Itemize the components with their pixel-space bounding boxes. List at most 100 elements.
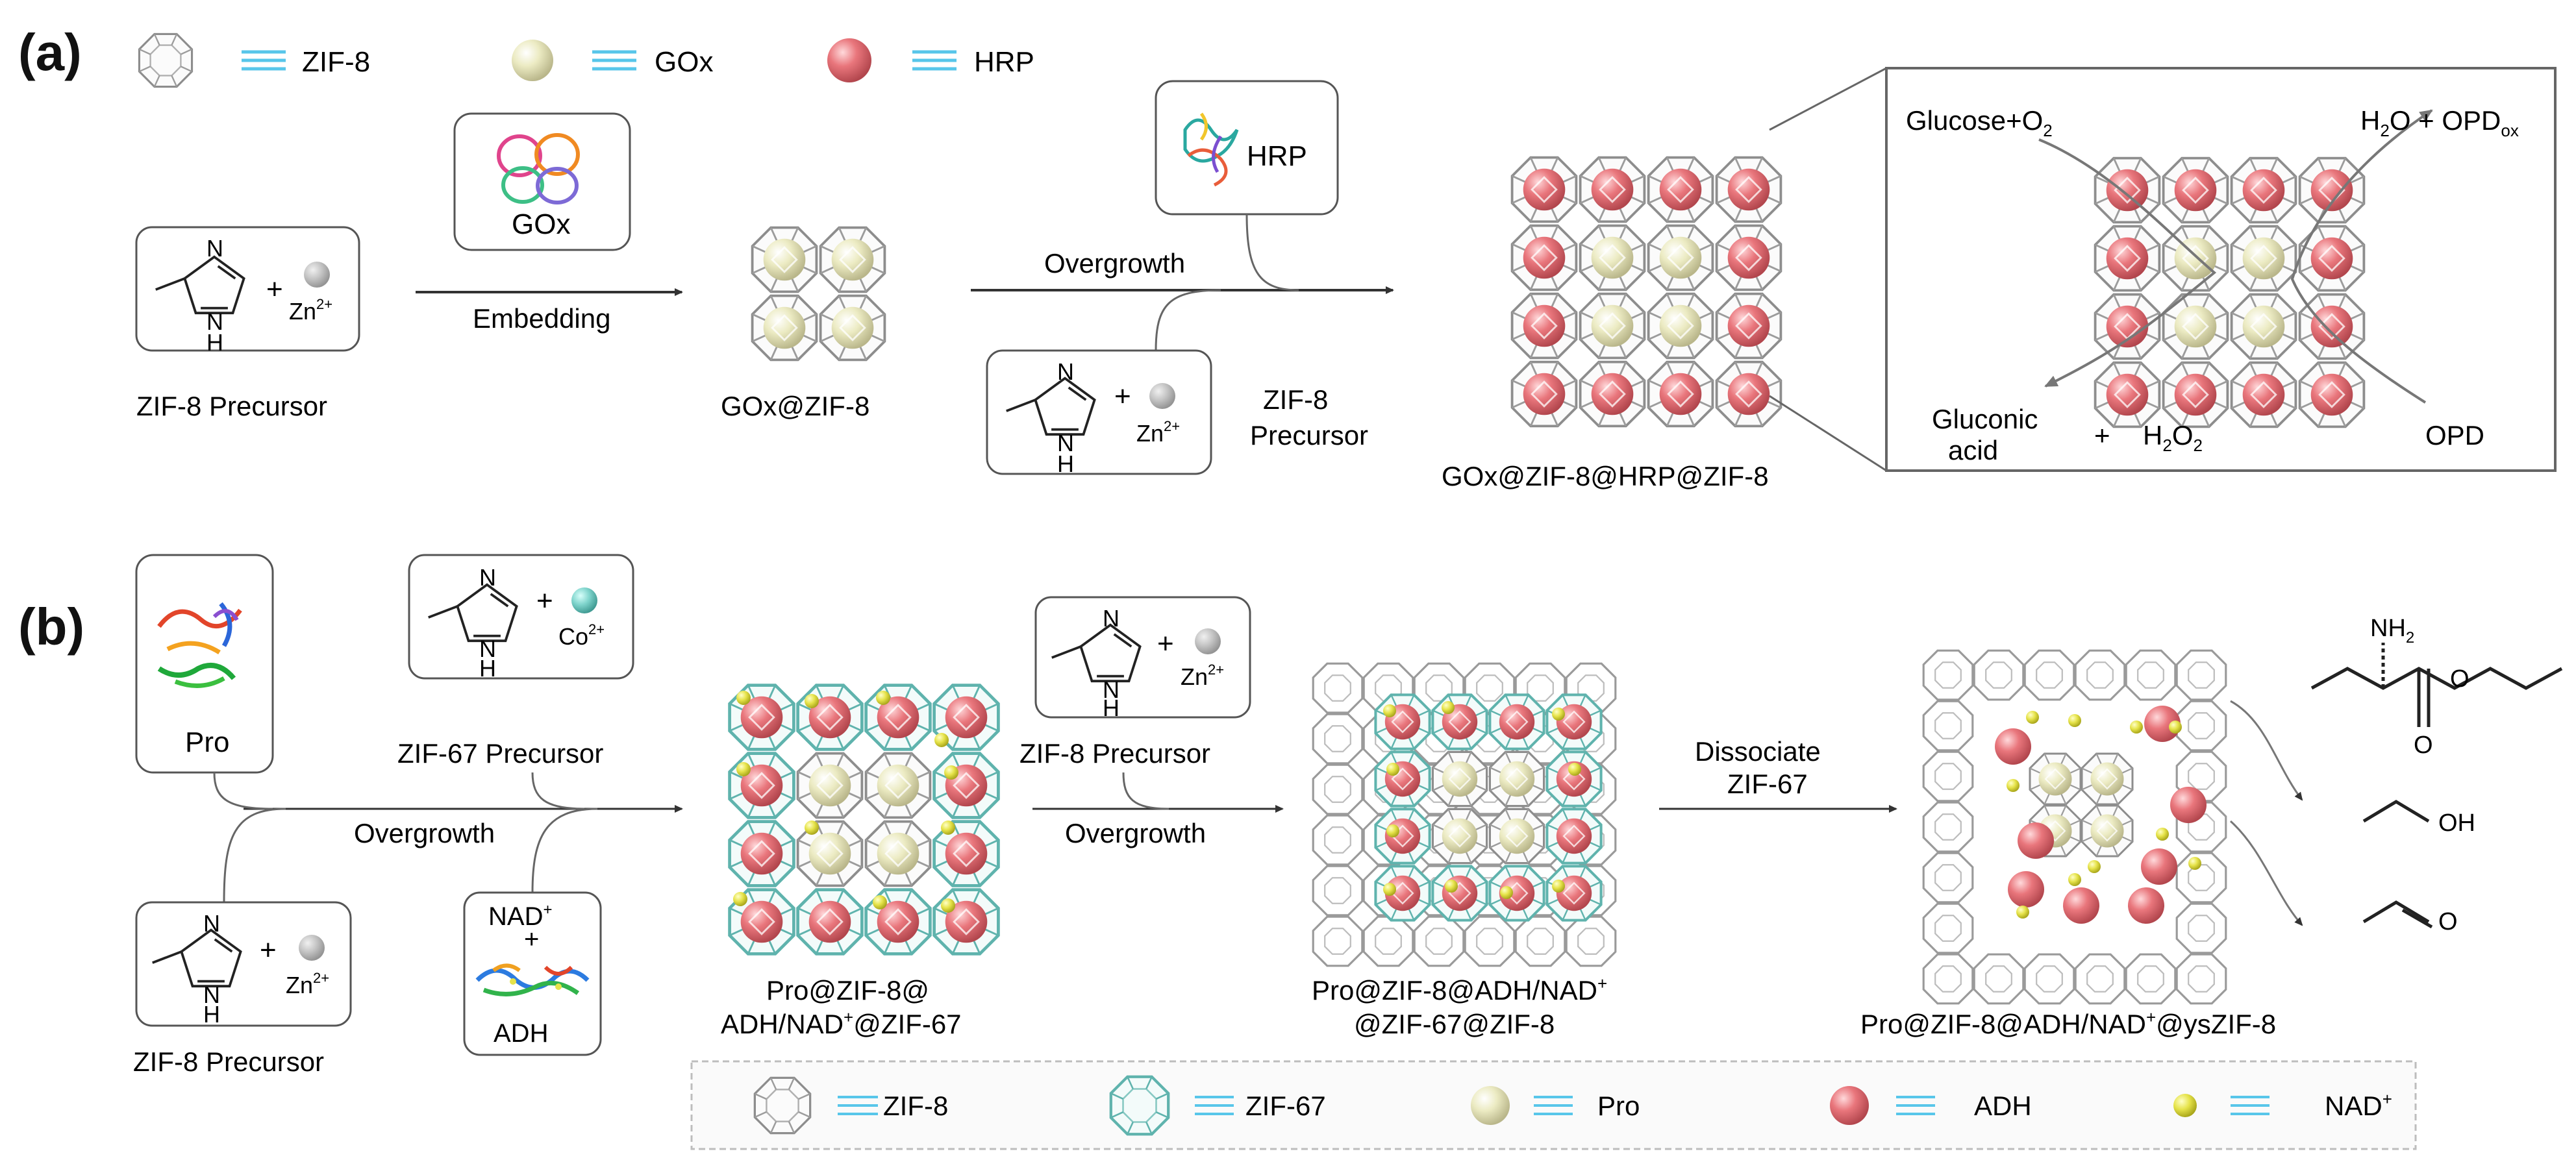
lattice-cell: [730, 685, 794, 750]
legend-lines-icon: [912, 50, 957, 71]
gox-sphere: [2090, 762, 2124, 796]
hrp-sphere: [1556, 875, 1592, 911]
stage2-label-line2: @ZIF-67@ZIF-8: [1354, 1009, 1555, 1039]
lattice-cell: [2162, 293, 2229, 360]
lattice-cell: [1490, 866, 1544, 920]
imidazole-n-atom: N: [206, 235, 223, 262]
lattice-cell: [866, 890, 931, 954]
lattice-cell: [1510, 360, 1578, 428]
hrp-sphere: [945, 900, 988, 943]
lattice-cell: [1647, 360, 1714, 428]
zif8-shell-cell: [1973, 649, 2025, 701]
nad-sphere: [2169, 721, 2182, 734]
zoom-line-top: [1769, 67, 1887, 131]
gox-sphere: [1442, 818, 1478, 854]
nad-feed-curve: [531, 808, 598, 893]
nad-sphere: [2068, 714, 2081, 727]
carbonyl-o-label: O: [2414, 732, 2433, 759]
plus-sign: +: [1157, 628, 1174, 660]
precursor-feed-curve: [1155, 289, 1221, 351]
hrp-sphere: [1591, 373, 1634, 415]
adh-sphere: [2018, 822, 2054, 859]
zif8-precursor-box-b: [135, 901, 352, 1027]
gox-sphere: [2038, 762, 2072, 796]
gox-sphere: [2174, 305, 2217, 348]
gox-zif8-label: GOx@ZIF-8: [721, 391, 869, 421]
nad-sphere: [733, 892, 747, 906]
zif8-precursor-box-mid: [1034, 596, 1251, 719]
hrp-sphere: [1523, 168, 1566, 211]
lattice-cell: [796, 752, 864, 819]
hrp-sphere: [2310, 373, 2353, 416]
hrp-sphere: [1591, 168, 1634, 211]
zif8-shell-cell: [1464, 915, 1516, 967]
hrp-sphere: [1523, 236, 1566, 279]
nad-sphere: [2188, 857, 2201, 870]
lattice-cell: [2094, 293, 2161, 360]
gox-sphere: [877, 764, 919, 807]
lattice-cell: [2029, 752, 2082, 806]
lattice-cell: [2230, 225, 2297, 292]
gox-box-label: GOx: [512, 208, 570, 240]
hrp-sphere: [1727, 168, 1770, 211]
nad-sphere: [2068, 873, 2081, 886]
nad-sphere: [2007, 779, 2020, 792]
hrp-sphere: [1659, 168, 1702, 211]
pro-box-label: Pro: [185, 726, 229, 758]
amino-ester-molecule: [2310, 643, 2563, 727]
legend-b-zif67-text: ZIF-67: [1245, 1091, 1326, 1121]
product-arrow-2: [2229, 820, 2303, 926]
adh-sphere: [2128, 887, 2164, 924]
gox-sphere: [2090, 814, 2124, 848]
final-composite-label: GOx@ZIF-8@HRP@ZIF-8: [1442, 461, 1769, 491]
gox-sphere: [763, 238, 806, 281]
legend-lines-icon: [592, 50, 636, 71]
gox-sphere: [1659, 304, 1702, 347]
legend-lines-icon: [1896, 1096, 1935, 1115]
gox-sphere: [831, 238, 874, 281]
lattice-cell: [1510, 292, 1578, 360]
zif8-shell-cell: [1922, 750, 1974, 802]
zif8-shell-cell: [1565, 915, 1617, 967]
stage3-yolk-shell-crystal: [1922, 649, 2227, 1005]
nad-sphere: [1383, 883, 1396, 896]
hrp-sphere: [740, 696, 783, 739]
nad-box-label: NAD+: [488, 901, 552, 931]
imidazole-n-atom: N: [1057, 358, 1074, 385]
zif8-shell-cell: [1413, 915, 1465, 967]
adh-sphere: [2063, 887, 2099, 924]
gox-zif8-crystal: [751, 226, 886, 362]
lattice-cell: [819, 226, 886, 293]
adh-sphere: [2144, 706, 2181, 742]
gox-sphere: [831, 306, 874, 349]
zif67-feed-curve: [531, 772, 585, 810]
lattice-cell: [2298, 225, 2366, 292]
nad-sphere: [873, 895, 887, 909]
lattice-cell: [1647, 224, 1714, 291]
overgrowth-label-b2: Overgrowth: [1065, 818, 1206, 848]
zif8-shell-cell: [2074, 953, 2126, 1005]
imidazole-nh-atom: N: [1103, 676, 1119, 703]
nad-sphere: [934, 733, 949, 747]
hrp-protein-icon: [1183, 112, 1239, 187]
plus-sign: +: [1114, 380, 1131, 412]
gox-sphere: [2242, 305, 2285, 348]
lattice-cell: [798, 890, 862, 954]
hrp-sphere: [1442, 875, 1478, 911]
legend-a: ZIF-8 GOx HRP: [138, 32, 1034, 88]
lattice-cell: [1715, 224, 1782, 291]
zif8-precursor-box-2: [986, 349, 1212, 475]
zif8-shell-cell: [2023, 953, 2075, 1005]
nad-sphere: [1552, 880, 1565, 893]
legend-b-nad-text: NAD+: [2325, 1089, 2392, 1121]
lattice-cell: [1715, 360, 1782, 428]
ester-o-label: O: [2450, 665, 2470, 693]
lattice-cell: [934, 890, 999, 954]
hrp-sphere: [2106, 373, 2149, 416]
lattice-cell: [1715, 156, 1782, 223]
imidazole-nh-atom: N: [1057, 430, 1074, 456]
hrp-sphere: [1499, 875, 1535, 911]
lattice-cell: [2094, 361, 2161, 428]
zif8-shell-cell: [1922, 953, 1974, 1005]
imidazole-h-atom: H: [203, 1001, 220, 1028]
